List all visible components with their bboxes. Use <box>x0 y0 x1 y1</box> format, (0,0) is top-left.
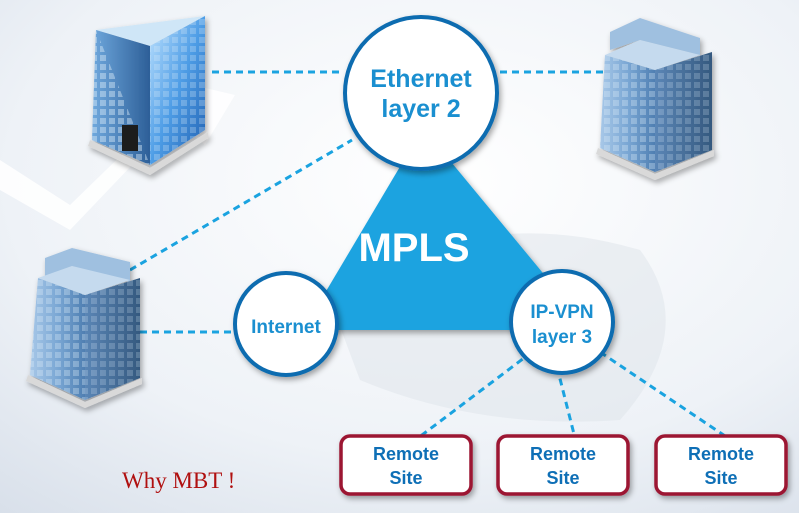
remote-site-3-box <box>654 434 788 496</box>
remote-site-1-line2: Site <box>389 468 422 488</box>
mpls-core-triangle <box>303 128 590 330</box>
ethernet-circle <box>343 15 499 171</box>
connector-ipvpn-remote3 <box>599 350 729 440</box>
remote-site-1-box <box>339 434 473 496</box>
node-ipvpn <box>509 269 615 375</box>
internet-circle <box>233 271 339 377</box>
node-internet <box>233 271 339 377</box>
mpls-label: MPLS <box>358 226 469 270</box>
remote-site-3-line1: Remote <box>688 444 754 464</box>
remote-site-2-box <box>496 434 630 496</box>
remote-site-2-line2: Site <box>546 468 579 488</box>
remote-site-1-line1: Remote <box>373 444 439 464</box>
internet-label: Internet <box>251 317 321 338</box>
ethernet-label-line2: layer 2 <box>381 95 460 123</box>
connector-building3-ethernet <box>129 138 353 272</box>
remote-site-3 <box>654 434 788 496</box>
connector-ipvpn-remote2 <box>555 366 577 439</box>
remote-site-2-line1: Remote <box>530 444 596 464</box>
building-1-roof <box>96 16 205 46</box>
building-1-door <box>122 125 138 151</box>
remote-site-2 <box>496 434 630 496</box>
office-building-icon <box>596 18 714 180</box>
remote-site-3-line2: Site <box>704 468 737 488</box>
office-building-icon <box>88 16 208 175</box>
tagline: Why MBT ! <box>122 468 236 493</box>
ipvpn-label-line2: layer 3 <box>532 327 592 348</box>
ethernet-label-line1: Ethernet <box>370 65 472 93</box>
connector-lines <box>129 70 729 440</box>
node-ethernet <box>343 15 499 171</box>
office-building-icon <box>26 248 142 408</box>
remote-site-1 <box>339 434 473 496</box>
ipvpn-label-line1: IP-VPN <box>530 302 593 323</box>
ipvpn-circle <box>509 269 615 375</box>
